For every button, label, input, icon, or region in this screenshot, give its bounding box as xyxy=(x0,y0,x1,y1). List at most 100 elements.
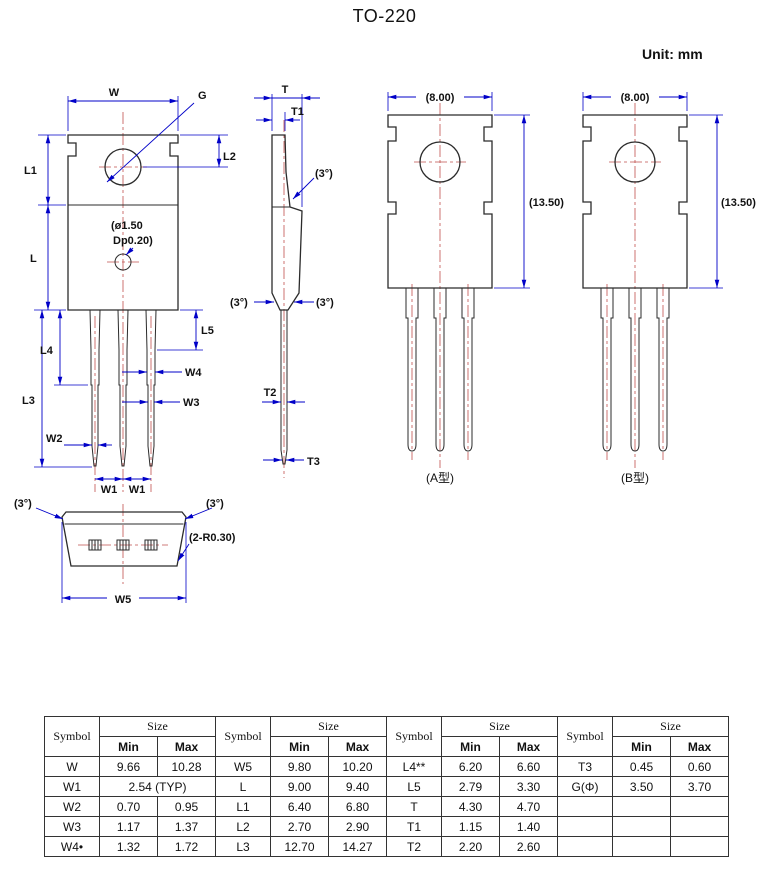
min-header: Min xyxy=(441,736,500,757)
label-w5: W5 xyxy=(115,594,132,606)
type-b-lead-2 xyxy=(628,287,642,452)
min-cell: 1.32 xyxy=(99,836,158,857)
type-b-lead-3 xyxy=(656,287,670,452)
symbol-cell: W5 xyxy=(215,756,271,777)
symbol-cell xyxy=(557,816,613,837)
label-t2: T2 xyxy=(264,387,277,399)
min-header: Min xyxy=(612,736,671,757)
max-cell: 6.80 xyxy=(328,796,387,817)
symbol-cell xyxy=(557,836,613,857)
symbol-cell: W xyxy=(44,756,100,777)
min-cell xyxy=(612,836,671,857)
label-t: T xyxy=(282,84,289,96)
min-cell: 9.00 xyxy=(270,776,329,797)
front-small-hole xyxy=(114,253,132,271)
size-header: Size xyxy=(270,716,387,737)
min-cell: 2.70 xyxy=(270,816,329,837)
label-a-height: (13.50) xyxy=(529,197,564,209)
symbol-header: Symbol xyxy=(386,716,442,757)
table-row: W2 0.70 0.95 L1 6.40 6.80 T 4.30 4.70 xyxy=(44,796,729,817)
package-drawing: W G L2 L1 L (ø1.50 Dp0.20) L5 L4 W4 W3 L… xyxy=(14,84,756,606)
min-cell: 2.79 xyxy=(441,776,500,797)
symbol-cell: L1 xyxy=(215,796,271,817)
symbol-cell: G(Φ) xyxy=(557,776,613,797)
symbol-cell: L4** xyxy=(386,756,442,777)
type-a-extension-lines xyxy=(387,92,530,289)
symbol-cell: L3 xyxy=(215,836,271,857)
typ-cell: 2.54 (TYP) xyxy=(99,776,216,797)
label-bottom-angle-left: (3°) xyxy=(14,498,32,510)
front-centerlines xyxy=(94,112,152,492)
label-w: W xyxy=(109,87,120,99)
type-b-caption: (B型) xyxy=(621,471,649,485)
symbol-cell: W4• xyxy=(44,836,100,857)
size-header: Size xyxy=(612,716,729,737)
label-corner-note: (2-R0.30) xyxy=(189,532,236,544)
symbol-cell: T2 xyxy=(386,836,442,857)
symbol-cell: T3 xyxy=(557,756,613,777)
type-b-extension-lines xyxy=(582,92,723,289)
min-cell: 3.50 xyxy=(612,776,671,797)
max-cell xyxy=(670,836,729,857)
bottom-lead-hatch xyxy=(91,539,155,551)
max-header: Max xyxy=(670,736,729,757)
symbol-cell: L2 xyxy=(215,816,271,837)
label-t1: T1 xyxy=(291,106,304,118)
label-l2: L2 xyxy=(223,151,236,163)
label-t3: T3 xyxy=(307,456,320,468)
type-b-view: (8.00) (13.50) (B型) xyxy=(582,92,756,485)
min-cell: 1.15 xyxy=(441,816,500,837)
leader-corner-radius xyxy=(177,543,190,562)
page-title: TO-220 xyxy=(352,6,417,26)
side-lead xyxy=(280,309,288,465)
leader-hole-note xyxy=(125,247,134,256)
symbol-header: Symbol xyxy=(215,716,271,757)
table-header-row: Symbol Size Symbol Size Symbol Size Symb… xyxy=(44,716,729,757)
min-cell: 4.30 xyxy=(441,796,500,817)
min-cell: 2.20 xyxy=(441,836,500,857)
label-l1: L1 xyxy=(24,165,37,177)
bottom-extension-lines xyxy=(61,522,187,603)
unit-label: Unit: mm xyxy=(642,46,703,62)
max-cell: 0.95 xyxy=(157,796,216,817)
max-cell: 2.60 xyxy=(499,836,558,857)
max-cell xyxy=(670,796,729,817)
min-cell: 0.70 xyxy=(99,796,158,817)
max-cell: 14.27 xyxy=(328,836,387,857)
label-g: G xyxy=(198,90,207,102)
front-extension-lines xyxy=(34,96,228,468)
max-cell: 3.70 xyxy=(670,776,729,797)
label-l5: L5 xyxy=(201,325,214,337)
side-body-outline xyxy=(271,134,303,311)
max-cell: 3.30 xyxy=(499,776,558,797)
max-header: Max xyxy=(328,736,387,757)
size-header: Size xyxy=(441,716,558,737)
max-header: Max xyxy=(157,736,216,757)
min-cell: 12.70 xyxy=(270,836,329,857)
max-cell xyxy=(670,816,729,837)
type-a-lead-1 xyxy=(405,287,419,452)
type-a-lead-2 xyxy=(433,287,447,452)
front-lead-3 xyxy=(145,309,157,467)
min-cell: 0.45 xyxy=(612,756,671,777)
label-l: L xyxy=(30,253,37,265)
label-angle-bottom-right: (3°) xyxy=(316,297,334,309)
min-header: Min xyxy=(270,736,329,757)
label-w2: W2 xyxy=(46,433,63,445)
front-view: W G L2 L1 L (ø1.50 Dp0.20) L5 L4 W4 W3 L… xyxy=(22,87,236,496)
leader-g xyxy=(106,102,195,183)
label-hole-note-2: Dp0.20) xyxy=(113,235,153,247)
bottom-view: (3°) (3°) (2-R0.30) W5 xyxy=(14,498,236,606)
max-cell: 1.37 xyxy=(157,816,216,837)
type-a-outline xyxy=(387,114,493,289)
table-row: W 9.66 10.28 W5 9.80 10.20 L4** 6.20 6.6… xyxy=(44,756,729,777)
min-cell xyxy=(612,816,671,837)
label-b-height: (13.50) xyxy=(721,197,756,209)
front-mounting-hole xyxy=(104,148,142,186)
label-a-width: (8.00) xyxy=(426,92,455,104)
symbol-cell: W1 xyxy=(44,776,100,797)
min-cell: 9.66 xyxy=(99,756,158,777)
leader-bottom-angle-left xyxy=(35,507,64,520)
table-row: W1 2.54 (TYP) L 9.00 9.40 L5 2.79 3.30 G… xyxy=(44,776,729,797)
symbol-cell: L5 xyxy=(386,776,442,797)
